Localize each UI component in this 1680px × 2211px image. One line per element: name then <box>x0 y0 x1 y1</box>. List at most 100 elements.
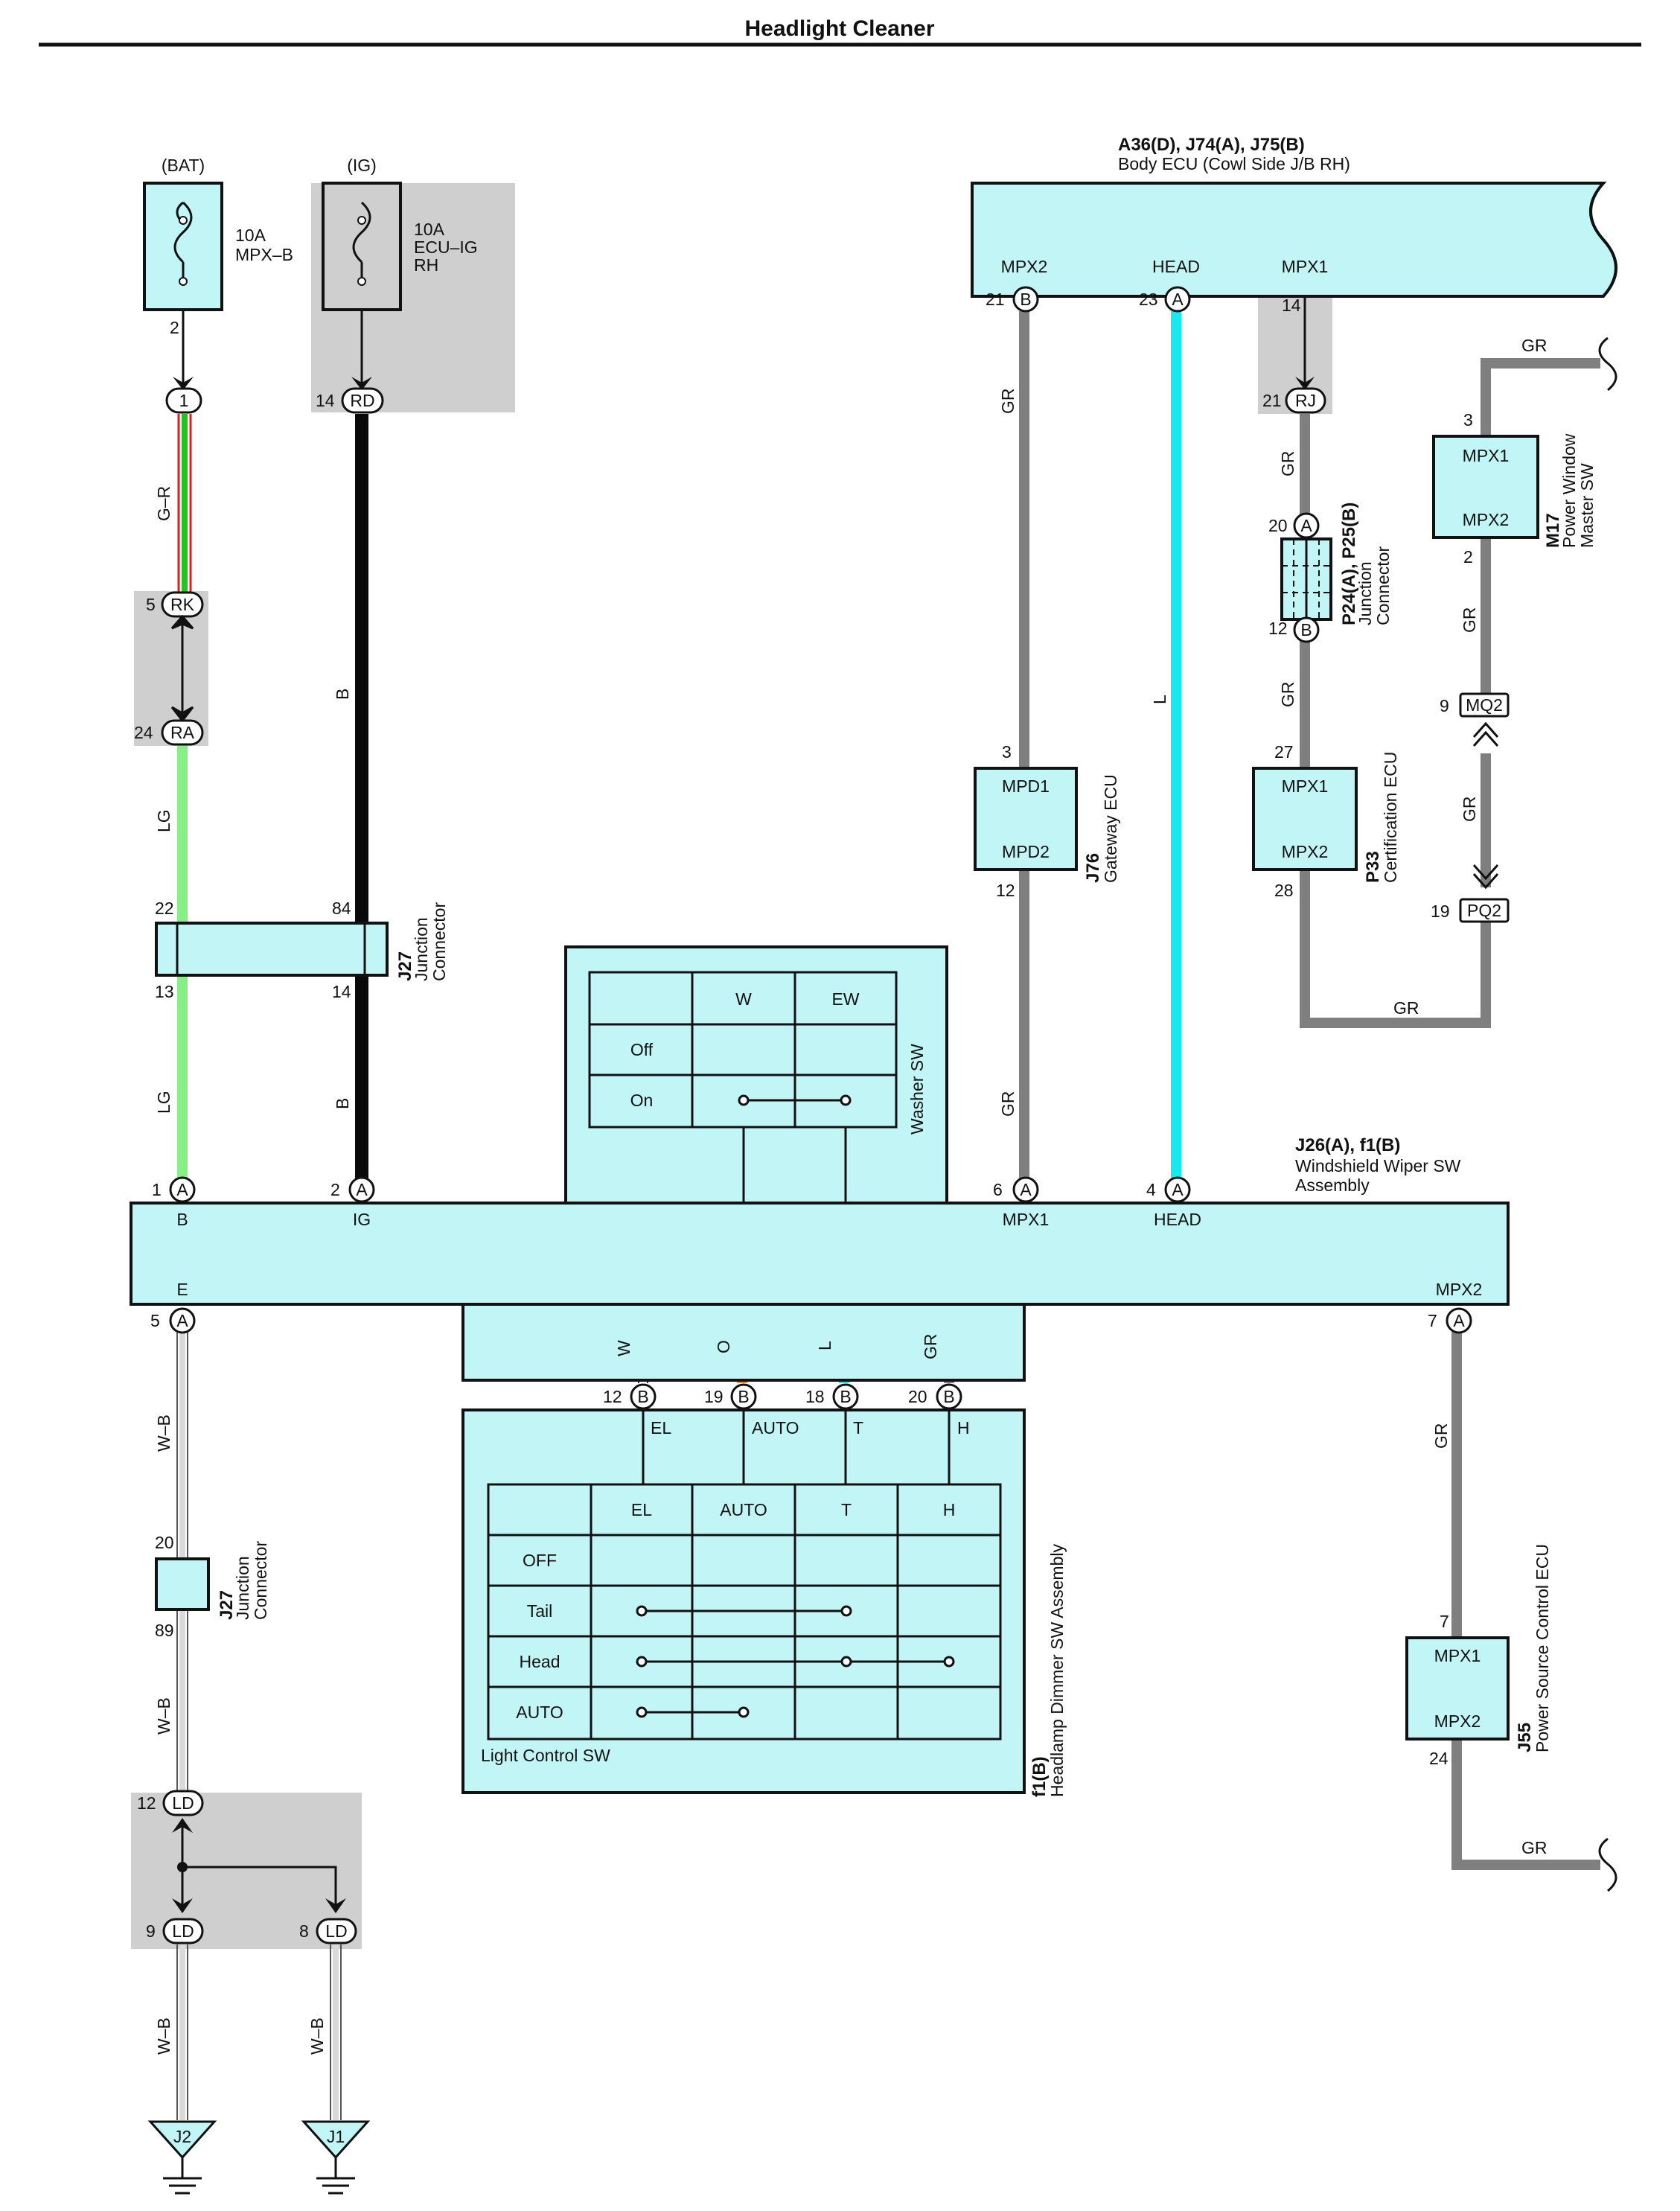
svg-text:Assembly: Assembly <box>1295 1175 1370 1195</box>
svg-text:MPX2: MPX2 <box>1282 842 1329 861</box>
wire-label-w-b-2: W–B <box>154 1697 173 1735</box>
wiper-pin-head: 4 A HEAD <box>1146 1176 1201 1229</box>
svg-text:89: 89 <box>155 1621 174 1640</box>
svg-text:AUTO: AUTO <box>720 1500 767 1519</box>
svg-text:13: 13 <box>155 982 174 1001</box>
svg-text:Washer SW: Washer SW <box>907 1044 927 1135</box>
svg-text:J76: J76 <box>1083 853 1103 883</box>
svg-text:9: 9 <box>1440 696 1449 715</box>
wiper-sw-main-bar <box>130 1202 1510 1306</box>
svg-text:J27: J27 <box>395 951 415 981</box>
svg-text:MPD2: MPD2 <box>1002 842 1050 861</box>
j55-power-source-ecu: 7 MPX1 MPX2 24 J55 Power Source Control … <box>1405 1544 1552 1768</box>
wire-w-b-mid <box>179 1333 339 2120</box>
p33-certification-ecu: 27 MPX1 MPX2 28 P33 Certification ECU <box>1252 742 1400 900</box>
svg-text:1: 1 <box>152 1180 162 1199</box>
j27-bottom-connector: 20 89 J27 Junction Connector <box>155 1533 270 1640</box>
wire-label-w-b-4: W–B <box>307 2017 327 2055</box>
svg-text:Headlamp Dimmer SW Assembly: Headlamp Dimmer SW Assembly <box>1047 1544 1067 1797</box>
ld-splice <box>172 1818 346 1913</box>
svg-text:Off: Off <box>630 1040 654 1059</box>
wiper-pin-el: 12 B <box>603 1383 657 1410</box>
svg-text:84: 84 <box>332 899 351 918</box>
svg-text:L: L <box>815 1341 834 1350</box>
svg-text:MPX2: MPX2 <box>1001 257 1048 276</box>
svg-text:GR: GR <box>921 1334 940 1360</box>
svg-text:W: W <box>614 1340 633 1356</box>
svg-text:GR: GR <box>1278 451 1297 477</box>
svg-text:EL: EL <box>651 1418 671 1438</box>
wire-label-w-b-1: W–B <box>154 1414 173 1452</box>
body-ecu-code: A36(D), J74(A), J75(B) <box>1118 135 1305 155</box>
svg-text:GR: GR <box>1521 1838 1548 1857</box>
wire-label-b-2: B <box>333 1098 352 1109</box>
svg-text:Power Source Control ECU: Power Source Control ECU <box>1533 1544 1552 1752</box>
svg-text:3: 3 <box>1463 410 1473 430</box>
svg-text:f1(B): f1(B) <box>1029 1756 1050 1797</box>
svg-text:RA: RA <box>170 723 195 742</box>
svg-text:B: B <box>840 1387 851 1406</box>
svg-text:MPX1: MPX1 <box>1463 446 1510 465</box>
connector-ld-top: 12 LD <box>137 1790 204 1816</box>
svg-text:GR: GR <box>1521 336 1548 355</box>
svg-text:L: L <box>1150 695 1169 704</box>
body-ecu: A36(D), J74(A), J75(B) Body ECU (Cowl Si… <box>971 135 1617 315</box>
ig-source-label: (IG) <box>347 156 377 175</box>
svg-text:Connector: Connector <box>429 902 449 981</box>
svg-text:Head: Head <box>520 1652 560 1671</box>
bat-fuse-name: MPX–B <box>235 245 293 264</box>
svg-text:AUTO: AUTO <box>516 1703 563 1722</box>
wire-w-b <box>176 1333 342 2120</box>
svg-text:J55: J55 <box>1515 1723 1535 1752</box>
wire-break-upper <box>1598 336 1617 392</box>
svg-text:12: 12 <box>603 1387 622 1406</box>
wire-label-lg-1: LG <box>154 809 173 832</box>
svg-text:Master SW: Master SW <box>1577 463 1597 548</box>
svg-text:A: A <box>1300 516 1312 535</box>
ig-fuse-name1: ECU–IG <box>414 237 478 257</box>
bat-fuse-amp: 10A <box>235 226 266 245</box>
svg-text:2: 2 <box>330 1180 340 1199</box>
svg-text:12: 12 <box>137 1793 156 1813</box>
ground-j2: J2 <box>147 2120 217 2195</box>
svg-text:Connector: Connector <box>1373 546 1393 625</box>
svg-text:20: 20 <box>908 1387 927 1406</box>
wiper-sw-sub-bar <box>461 1303 1026 1382</box>
svg-text:B: B <box>1300 620 1312 639</box>
svg-text:5: 5 <box>146 595 156 614</box>
m17-power-window-master-sw: 3 MPX1 MPX2 2 M17 Power Window Master SW <box>1432 410 1597 567</box>
svg-text:H: H <box>957 1418 970 1438</box>
svg-text:Power Window: Power Window <box>1559 433 1579 548</box>
svg-text:22: 22 <box>155 899 174 918</box>
svg-text:B: B <box>1020 290 1031 309</box>
connector-ld-right: 8 LD <box>299 1918 357 1944</box>
svg-text:8: 8 <box>299 1921 309 1941</box>
svg-text:W: W <box>735 989 752 1009</box>
svg-text:GR: GR <box>998 1091 1018 1117</box>
svg-text:J2: J2 <box>173 2127 191 2146</box>
svg-text:A: A <box>1172 1180 1184 1199</box>
svg-text:LD: LD <box>172 1921 194 1941</box>
ig-fuse-amp: 10A <box>414 220 445 239</box>
svg-text:B: B <box>943 1387 954 1406</box>
connector-bat-1: 1 <box>165 387 202 414</box>
svg-text:LD: LD <box>325 1921 347 1941</box>
wire-g-r <box>177 414 192 602</box>
j27-top-connector: 22 84 13 14 J27 Junction Connector <box>155 899 449 1001</box>
svg-text:B: B <box>176 1210 188 1229</box>
svg-text:Certification ECU: Certification ECU <box>1381 752 1400 883</box>
svg-text:J1: J1 <box>327 2127 345 2146</box>
svg-text:GR: GR <box>1460 797 1479 823</box>
svg-text:14: 14 <box>332 982 351 1001</box>
svg-text:M17: M17 <box>1543 513 1563 548</box>
svg-text:RJ: RJ <box>1295 391 1316 410</box>
j76-gateway-ecu: 3 MPD1 MPD2 12 J76 Gateway ECU <box>974 742 1120 900</box>
wire-label-g-r: G–R <box>154 486 173 521</box>
svg-text:24: 24 <box>1429 1749 1449 1768</box>
wire-label-b-1: B <box>333 689 352 700</box>
svg-text:PQ2: PQ2 <box>1467 901 1501 920</box>
svg-text:H: H <box>943 1500 956 1519</box>
light-control-sw: EL AUTO T H EL AUTO T H OFF Tail Head AU… <box>461 1408 1067 1797</box>
svg-text:MPX1: MPX1 <box>1003 1210 1050 1229</box>
bat-source-label: (BAT) <box>162 156 205 175</box>
